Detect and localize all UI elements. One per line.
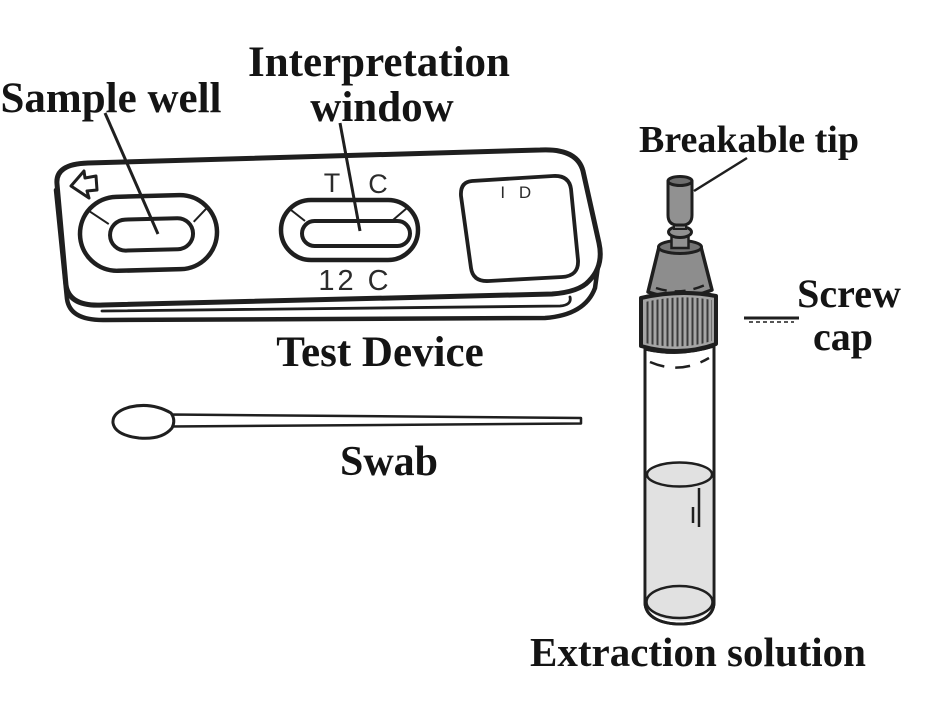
breakable-tip-top bbox=[666, 175, 694, 187]
extraction-bottle bbox=[639, 175, 718, 626]
interpretation-window-notch-left bbox=[290, 209, 306, 222]
label-interpretation-line1: Interpretation bbox=[248, 39, 510, 86]
cone-dashed-arc bbox=[655, 283, 706, 293]
sample-well-notch-right bbox=[192, 205, 210, 223]
neck-dashed-arc bbox=[649, 356, 710, 369]
liquid bbox=[647, 475, 712, 621]
cassette-seam bbox=[100, 295, 572, 313]
swab-bud bbox=[111, 404, 176, 440]
test-device: T C 12 C I D bbox=[53, 147, 603, 323]
label-swab: Swab bbox=[340, 439, 438, 485]
id-panel: I D bbox=[459, 174, 580, 283]
interpretation-window-inner bbox=[300, 219, 412, 248]
print-c-mark: C bbox=[368, 169, 388, 199]
leader-interpretation-window bbox=[338, 122, 362, 232]
leader-breakable-tip bbox=[693, 156, 748, 193]
leader-sample-well bbox=[103, 112, 160, 235]
label-screw-cap-line1: Screw bbox=[797, 271, 901, 316]
cassette-depth-edge bbox=[53, 187, 603, 323]
sample-well-notch-left bbox=[87, 209, 110, 225]
label-breakable-tip: Breakable tip bbox=[639, 119, 859, 161]
label-extraction-solution: Extraction solution bbox=[530, 629, 866, 675]
interpretation-window: T C 12 C bbox=[278, 168, 421, 297]
interpretation-window-notch-right bbox=[392, 207, 408, 221]
swab bbox=[111, 404, 583, 440]
label-screw-cap-line2: cap bbox=[813, 314, 873, 359]
orientation-arrow-icon bbox=[69, 169, 99, 200]
print-result-row: 12 C bbox=[318, 265, 391, 297]
label-test-device: Test Device bbox=[276, 329, 483, 376]
id-panel-frame bbox=[459, 174, 580, 283]
liquid-surface bbox=[645, 461, 714, 488]
sample-well bbox=[77, 192, 220, 274]
labels: Sample well Interpretation window Test D… bbox=[1, 39, 901, 675]
label-interpretation-line2: window bbox=[310, 84, 453, 131]
callout-leaders bbox=[103, 112, 799, 323]
print-id-mark: I D bbox=[500, 183, 535, 202]
print-t-mark: T bbox=[324, 168, 341, 198]
swab-stick bbox=[168, 413, 583, 428]
label-sample-well: Sample well bbox=[1, 75, 222, 122]
breakable-tip-body bbox=[666, 179, 694, 227]
screw-cap-ribs bbox=[645, 297, 712, 347]
